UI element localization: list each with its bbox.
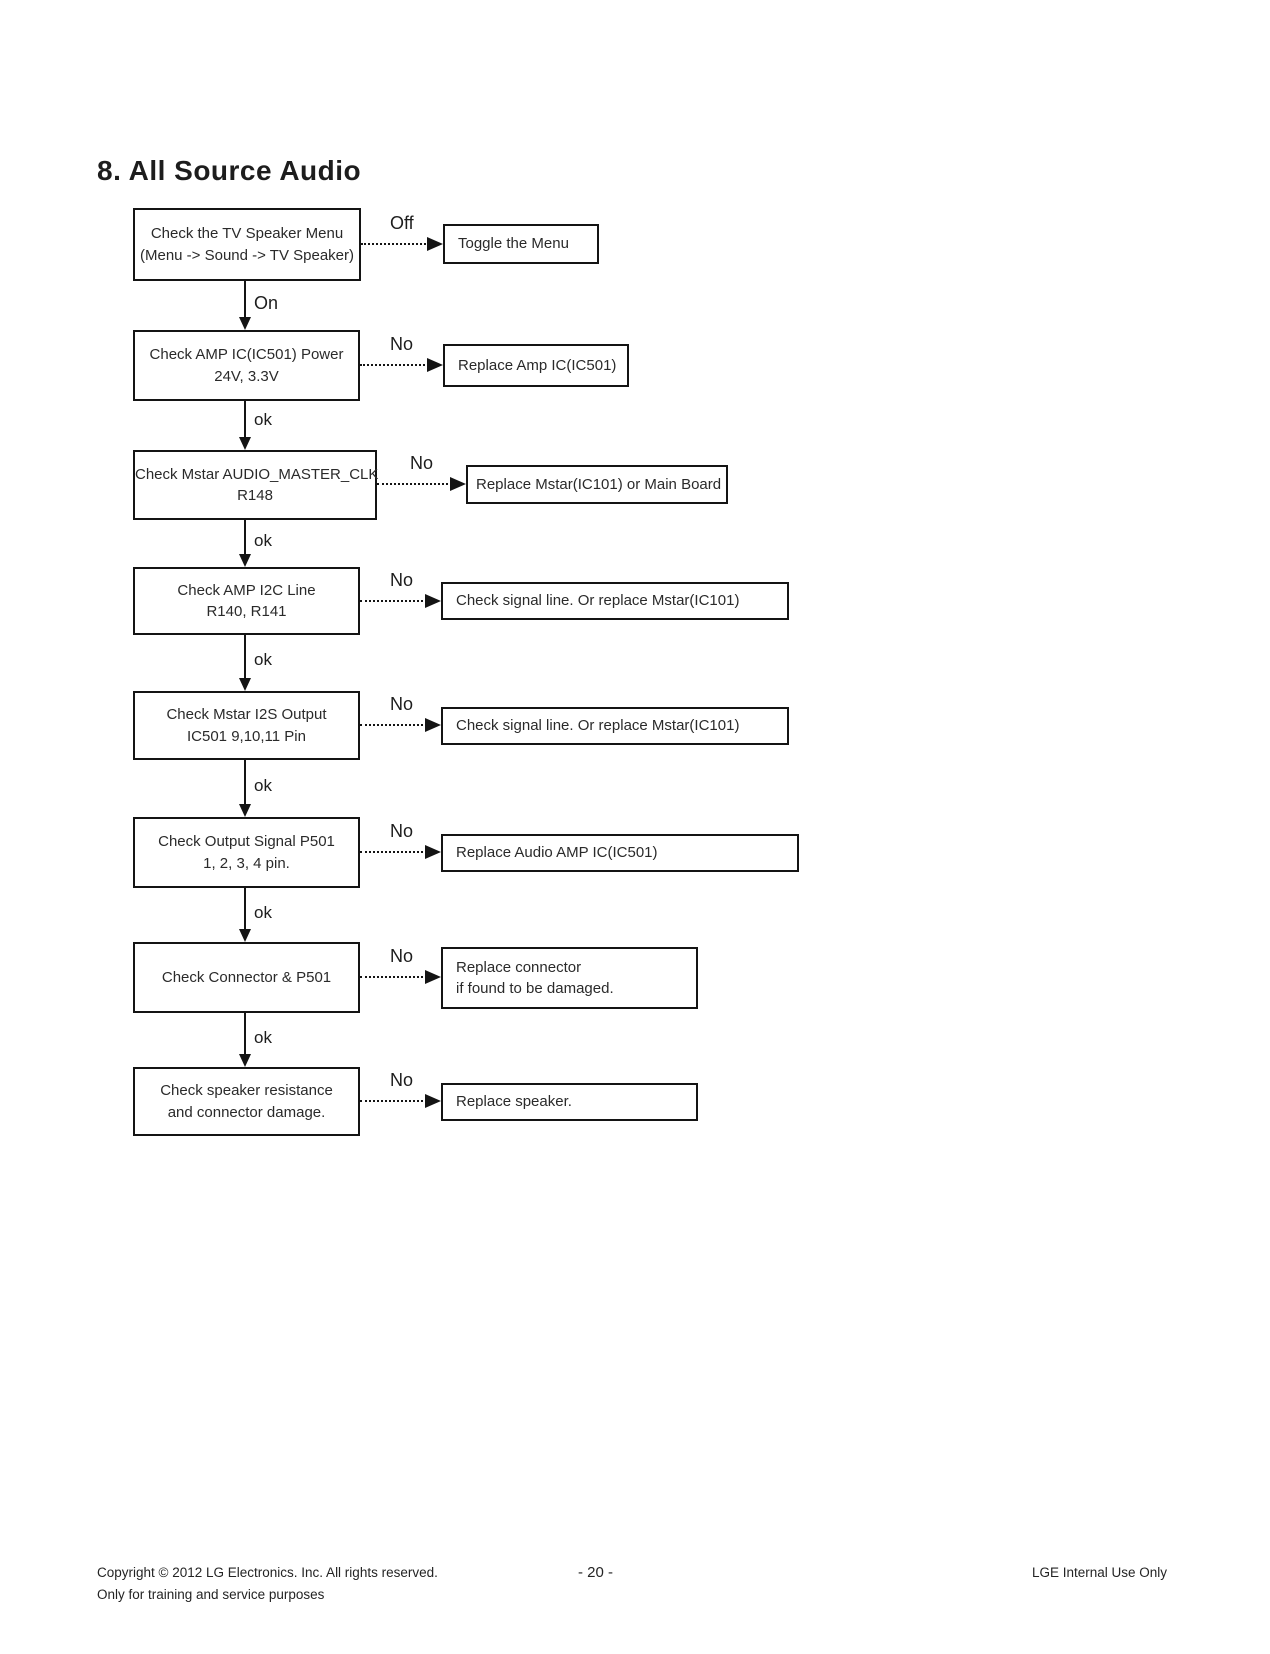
arrow-right-icon [425,970,441,984]
arrow-right-icon [425,1094,441,1108]
box-replace-audio-amp-ic: Replace Audio AMP IC(IC501) [441,834,799,872]
box-text-line: 1, 2, 3, 4 pin. [203,854,290,872]
box-text-line: 24V, 3.3V [214,367,279,385]
footer-training-note: Only for training and service purposes [97,1587,325,1602]
arrow-down-icon [239,804,251,817]
branch-label-no: No [390,946,414,966]
arrow-down-icon [239,437,251,450]
dotted-arrow-line [360,1100,427,1102]
dotted-arrow-line [377,483,452,485]
box-check-signal-line-1: Check signal line. Or replace Mstar(IC10… [441,582,789,620]
dotted-arrow-line [360,600,427,602]
arrow-right-icon [450,477,466,491]
box-text-line: Replace Audio AMP IC(IC501) [456,844,658,862]
box-text-line: if found to be damaged. [456,980,614,997]
box-text-line: Check signal line. Or replace Mstar(IC10… [456,592,740,610]
box-text-line: Check speaker resistance [160,1082,333,1100]
box-check-speaker-resistance: Check speaker resistance and connector d… [133,1067,360,1136]
box-text-line: IC501 9,10,11 Pin [187,727,306,745]
branch-label-off: Off [390,213,414,233]
branch-label-no: No [390,334,414,354]
box-toggle-menu: Toggle the Menu [443,224,599,264]
box-text-line: Check signal line. Or replace Mstar(IC10… [456,717,740,735]
branch-label-no: No [390,1070,414,1090]
branch-label-no: No [410,453,434,473]
box-check-audio-master-clk: Check Mstar AUDIO_MASTER_CLK R148 [133,450,379,520]
box-text-line: Toggle the Menu [458,235,569,253]
box-text-line: Replace Mstar(IC101) or Main Board [476,475,722,493]
footer-internal-use: LGE Internal Use Only [1031,1565,1167,1580]
box-replace-mstar-or-main-board: Replace Mstar(IC101) or Main Board [466,465,728,504]
arrow-down-icon [239,1054,251,1067]
box-check-connector: Check Connector & P501 [133,942,360,1013]
box-text-line: R148 [237,487,273,504]
flow-connector-line [244,1013,246,1055]
flow-connector-line [244,635,246,679]
arrow-down-icon [239,317,251,330]
arrow-down-icon [239,678,251,691]
arrow-right-icon [425,718,441,732]
box-text-line: Replace speaker. [456,1093,572,1111]
flow-connector-line [244,401,246,438]
down-label-ok: ok [254,776,272,795]
box-check-amp-i2c-line: Check AMP I2C Line R140, R141 [133,567,360,635]
dotted-arrow-line [360,851,427,853]
box-text-line: Check Mstar I2S Output [166,706,327,724]
box-text-line: R140, R141 [206,603,287,620]
down-label-ok: ok [254,1028,272,1047]
flow-connector-line [244,760,246,805]
box-check-tv-speaker-menu: Check the TV Speaker Menu (Menu -> Sound… [133,208,361,281]
box-text-line: Check the TV Speaker Menu [150,225,344,243]
footer-copyright: Copyright © 2012 LG Electronics. Inc. Al… [97,1565,438,1580]
box-check-mstar-i2s-output: Check Mstar I2S Output IC501 9,10,11 Pin [133,691,360,760]
flow-connector-line [244,888,246,930]
down-label-ok: ok [254,650,272,669]
box-text-line: Replace connector [456,958,582,976]
branch-label-no: No [390,694,414,714]
dotted-arrow-line [361,243,429,245]
flow-connector-line [244,281,246,318]
down-label-ok: ok [254,903,272,922]
box-text-line: Replace Amp IC(IC501) [458,356,617,374]
box-text-line: Check AMP IC(IC501) Power [149,346,344,364]
box-check-amp-power: Check AMP IC(IC501) Power 24V, 3.3V [133,330,360,401]
box-text-line: Check Mstar AUDIO_MASTER_CLK [135,465,379,483]
arrow-down-icon [239,554,251,567]
box-text-line: Check Connector & P501 [161,968,332,986]
down-label-ok: ok [254,410,272,429]
arrow-right-icon [427,358,443,372]
box-replace-speaker: Replace speaker. [441,1083,698,1121]
box-check-output-signal: Check Output Signal P501 1, 2, 3, 4 pin. [133,817,360,888]
branch-label-no: No [390,570,414,590]
box-replace-amp-ic: Replace Amp IC(IC501) [443,344,629,387]
arrow-right-icon [425,845,441,859]
arrow-right-icon [425,594,441,608]
box-replace-connector: Replace connector if found to be damaged… [441,947,698,1009]
box-text-line: Check Output Signal P501 [158,833,335,851]
down-label-on: On [254,293,279,313]
dotted-arrow-line [360,724,427,726]
down-label-ok: ok [254,531,272,550]
box-text-line: (Menu -> Sound -> TV Speaker) [140,246,354,264]
box-text-line: Check AMP I2C Line [177,581,316,599]
page-number: - 20 - [578,1564,614,1581]
arrow-down-icon [239,929,251,942]
dotted-arrow-line [360,976,427,978]
box-text-line: and connector damage. [167,1103,326,1121]
dotted-arrow-line [360,364,429,366]
branch-label-no: No [390,821,414,841]
box-check-signal-line-2: Check signal line. Or replace Mstar(IC10… [441,707,789,745]
page-title: 8. All Source Audio [97,155,362,186]
flow-connector-line [244,520,246,555]
arrow-right-icon [427,237,443,251]
